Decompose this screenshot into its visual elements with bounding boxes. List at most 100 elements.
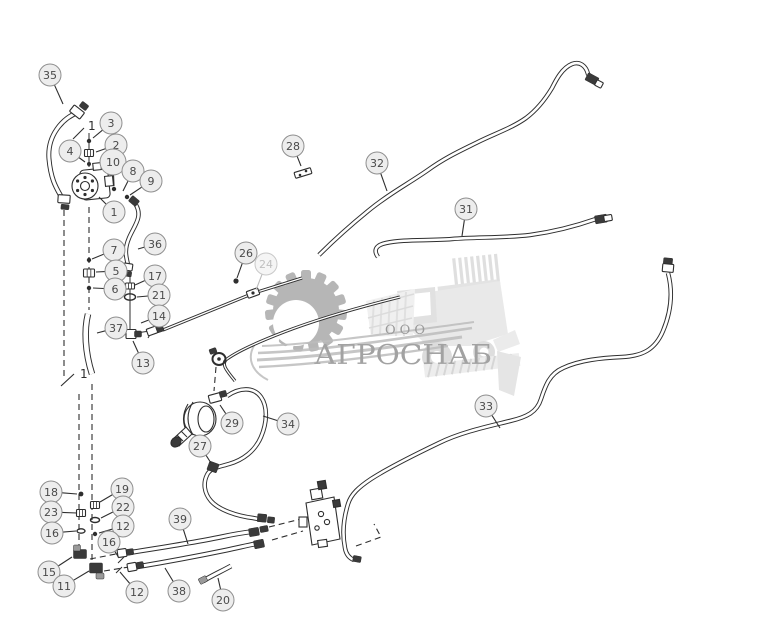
- fitting: [257, 513, 267, 523]
- callout-circle-33: [474, 394, 498, 418]
- pump-flange-bolts: [76, 175, 94, 197]
- callout-circle-8: [121, 159, 145, 183]
- bolt-dot: [86, 285, 92, 291]
- gear-inner-cut: [273, 300, 319, 346]
- callout-29: 29: [219, 404, 244, 435]
- callout-leader-15: [57, 556, 73, 567]
- callout-number-26: 26: [239, 247, 253, 260]
- assembly-dashed-line: [103, 566, 130, 572]
- callout-number-38: 38: [172, 585, 186, 598]
- callout-leader-32: [380, 173, 388, 192]
- callout-leader-38: [164, 567, 174, 582]
- callout-leader-8: [122, 180, 129, 192]
- callout-9: 9: [129, 169, 163, 196]
- callout-circle-34: [276, 412, 300, 436]
- callout-number-10: 10: [106, 156, 120, 169]
- callout-number-24: 24: [259, 258, 273, 271]
- watermark: ООО АГРОСНАБ: [249, 253, 521, 396]
- gear-tooth: [264, 309, 277, 321]
- watermark-company-prefix: ООО: [385, 323, 429, 338]
- callout-19: 19: [99, 477, 134, 503]
- harvester-chute: [497, 351, 521, 396]
- part-label-tick: [60, 373, 75, 387]
- callout-number-4: 4: [67, 145, 74, 158]
- callout-leader-26: [236, 263, 243, 279]
- callout-leader-13: [132, 340, 139, 354]
- callout-28: 28: [281, 134, 305, 167]
- callout-number-28: 28: [286, 140, 300, 153]
- fitting: [208, 347, 218, 355]
- callout-leader-27: [205, 454, 212, 464]
- callout-12: 12: [119, 571, 149, 604]
- callout-number-19: 19: [115, 483, 129, 496]
- callout-leader-17: [134, 280, 146, 286]
- hose-32: [317, 60, 596, 257]
- gear-tooth: [301, 270, 311, 281]
- fitting: [603, 213, 613, 223]
- gear-pump-illustration: [71, 161, 115, 201]
- fitting: [126, 561, 138, 573]
- callout-13: 13: [131, 340, 155, 375]
- callout-31: 31: [454, 197, 478, 237]
- callout-number-21: 21: [152, 289, 166, 302]
- part-label-1: 1: [60, 367, 88, 387]
- callout-number-22: 22: [116, 501, 130, 514]
- callout-circle-15: [37, 560, 61, 584]
- fitting: [57, 194, 71, 204]
- callout-number-29: 29: [225, 417, 239, 430]
- callout-circle-20: [211, 588, 235, 612]
- hose-34-core: [203, 388, 268, 522]
- callout-18: 18: [39, 480, 78, 504]
- part-label-tick: [72, 127, 85, 140]
- callout-number-5: 5: [113, 265, 120, 278]
- assembly-dashed-line: [89, 553, 117, 560]
- callout-number-12: 12: [130, 586, 144, 599]
- gear-tooth: [333, 294, 346, 306]
- hose-35-core: [47, 110, 80, 199]
- hose-34: [202, 387, 269, 523]
- callout-32: 32: [365, 151, 389, 192]
- callout-8: 8: [121, 159, 145, 192]
- callout-leader-35: [53, 84, 64, 105]
- callout-circle-11: [52, 574, 76, 598]
- callout-number-14: 14: [152, 310, 166, 323]
- fitting: [89, 562, 103, 574]
- bolt-dot: [87, 162, 91, 166]
- fitting: [79, 101, 89, 111]
- hose-31-core: [374, 217, 597, 258]
- callout-circle-38: [167, 579, 191, 603]
- fitting: [293, 167, 313, 179]
- callout-16: 16: [97, 530, 121, 559]
- callout-number-39: 39: [173, 513, 187, 526]
- gear-tooth: [266, 294, 279, 306]
- control-valve-illustration: [298, 479, 342, 549]
- callout-circle-14: [147, 304, 171, 328]
- callout-number-16: 16: [45, 527, 59, 540]
- callout-24: 24: [254, 252, 278, 291]
- hose-39-core: [126, 529, 258, 555]
- callout-number-6: 6: [112, 283, 119, 296]
- fitting: [253, 538, 265, 550]
- callout-circle-31: [454, 197, 478, 221]
- callout-leader-16: [114, 551, 120, 559]
- callout-bubbles: 3532410891367561721143713262428323133292…: [37, 63, 501, 612]
- callout-circle-12: [125, 580, 149, 604]
- callout-number-27: 27: [193, 440, 207, 453]
- callout-circle-37: [104, 316, 128, 340]
- hydraulic-motor-illustration: [170, 401, 217, 448]
- callout-leader-20: [217, 577, 222, 590]
- hex-nut: [83, 148, 95, 158]
- assembly-dashed-line: [213, 366, 217, 392]
- fitting: [661, 263, 675, 273]
- fitting: [69, 104, 85, 120]
- callout-11: 11: [52, 570, 90, 598]
- combine-harvester-icon: [366, 253, 521, 396]
- washer: [89, 516, 101, 524]
- callout-number-7: 7: [111, 244, 118, 257]
- callout-12: 12: [98, 514, 135, 538]
- callout-number-23: 23: [44, 506, 58, 519]
- callout-38: 38: [164, 567, 191, 603]
- callout-6: 6: [92, 277, 127, 301]
- hex-nut: [75, 508, 87, 518]
